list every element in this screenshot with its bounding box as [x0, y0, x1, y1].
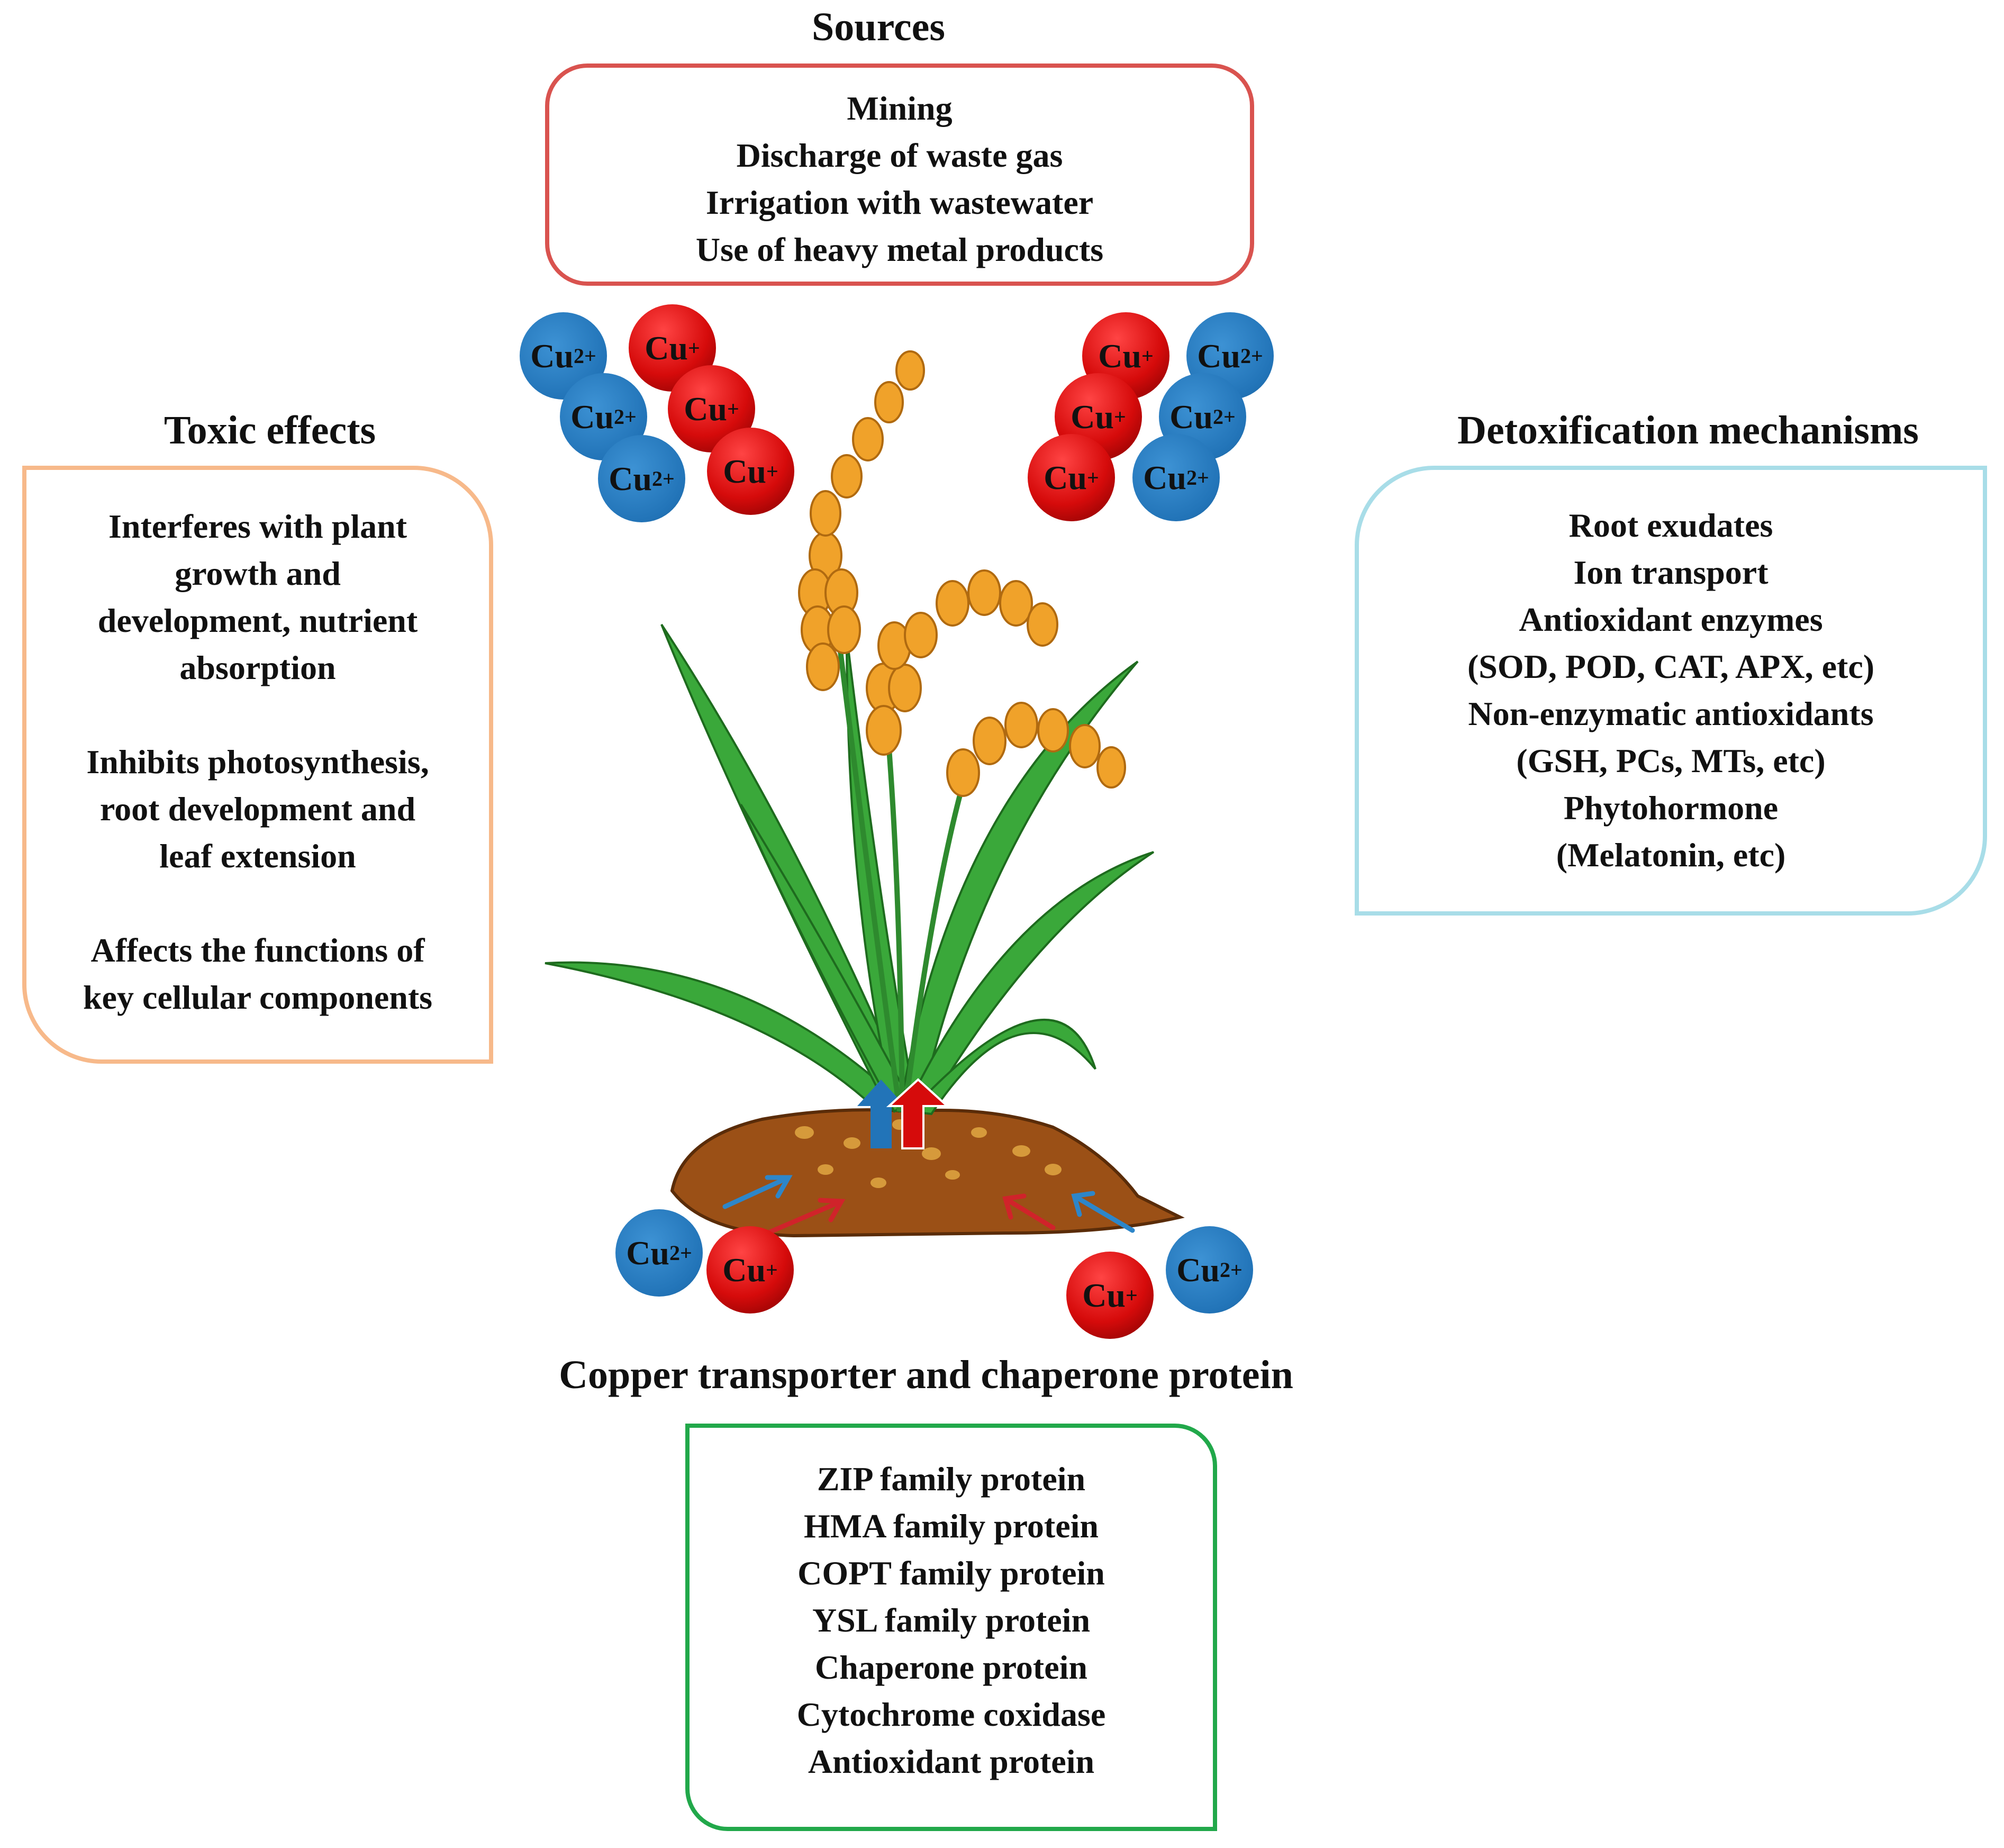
- transporter-heading: Copper transporter and chaperone protein: [559, 1353, 1293, 1397]
- toxic-item: Affects the functions of: [90, 931, 425, 969]
- sources-item: Mining: [847, 89, 953, 127]
- sources-item: Use of heavy metal products: [695, 231, 1104, 268]
- detox-item: Antioxidant enzymes: [1519, 601, 1823, 638]
- transporter-item: HMA family protein: [804, 1507, 1099, 1545]
- cu1-ion: Cu+: [668, 365, 755, 452]
- blue-inflow-arrow-left: [722, 1175, 793, 1209]
- detox-item: (Melatonin, etc): [1556, 836, 1786, 874]
- toxic-item: absorption: [179, 649, 336, 686]
- transporter-item: COPT family protein: [797, 1554, 1105, 1592]
- cu1-ion: Cu+: [706, 1226, 794, 1313]
- red-inflow-arrow-right: [1002, 1193, 1056, 1230]
- detox-item: Phytohormone: [1563, 789, 1779, 827]
- transporter-item: Cytochrome coxidase: [796, 1696, 1106, 1733]
- soil-mound: [670, 1108, 1185, 1238]
- toxic-item: key cellular components: [83, 979, 433, 1016]
- toxic-item: development, nutrient: [97, 602, 418, 639]
- toxic-item: Interferes with plant: [108, 508, 407, 545]
- cu1-ion: Cu+: [1028, 434, 1115, 521]
- toxic-item: growth and: [175, 555, 341, 592]
- toxic-item: Inhibits photosynthesis,: [86, 743, 429, 781]
- detox-item: (GSH, PCs, MTs, etc): [1516, 742, 1826, 780]
- toxic-effects-list: Interferes with plant growth and developme…: [26, 503, 489, 1021]
- toxic-effects-box: Interferes with plant growth and developme…: [22, 466, 493, 1064]
- detox-item: Root exudates: [1568, 506, 1773, 544]
- toxic-item: leaf extension: [159, 837, 356, 875]
- red-inflow-arrow-left: [765, 1198, 846, 1236]
- detoxification-heading: Detoxification mechanisms: [1457, 408, 1919, 452]
- blue-inflow-arrow-right: [1071, 1191, 1135, 1233]
- transporter-item: YSL family protein: [812, 1601, 1091, 1639]
- red-upward-arrow: [886, 1078, 950, 1149]
- transporter-item: ZIP family protein: [817, 1460, 1086, 1498]
- sources-item: Irrigation with wastewater: [705, 184, 1094, 221]
- sources-item: Discharge of waste gas: [736, 137, 1063, 174]
- detox-item: Non-enzymatic antioxidants: [1468, 695, 1874, 732]
- sources-heading: Sources: [812, 5, 945, 49]
- cu1-ion: Cu+: [707, 428, 794, 515]
- blue-upward-arrow: [857, 1080, 905, 1148]
- transporter-item: Antioxidant protein: [808, 1743, 1095, 1780]
- transporter-item: Chaperone protein: [815, 1648, 1087, 1686]
- toxic-item: root development and: [99, 790, 416, 828]
- cu1-ion: Cu+: [1066, 1252, 1154, 1339]
- detox-item: Ion transport: [1573, 554, 1769, 591]
- detox-item: (SOD, POD, CAT, APX, etc): [1467, 648, 1875, 685]
- toxic-effects-heading: Toxic effects: [164, 408, 376, 452]
